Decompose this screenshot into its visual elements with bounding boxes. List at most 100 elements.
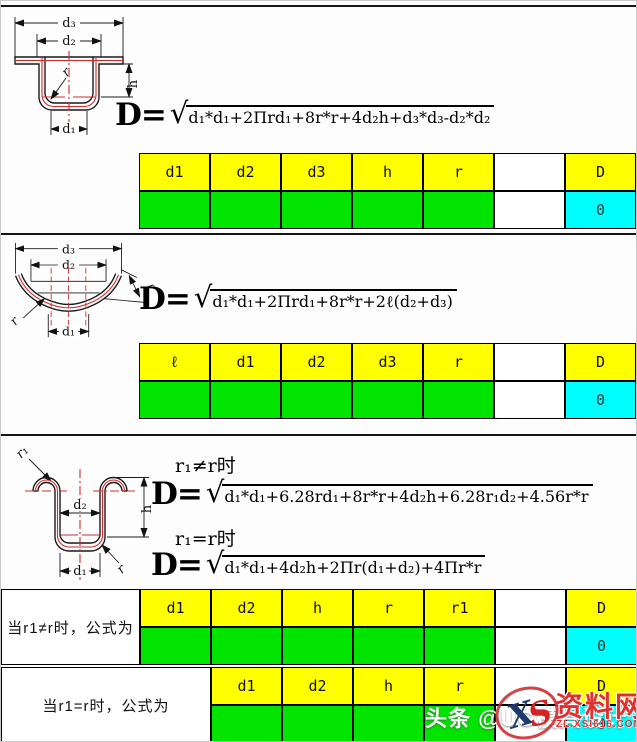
dim-label-h: h — [126, 79, 141, 88]
formula2-lhs: D= — [139, 281, 191, 317]
calc-table-section3-case2: 当r1=r时，公式为 d1 d2 h r D 0 — [1, 667, 636, 741]
watermark-site-name: 资料网 — [555, 691, 637, 722]
dim-label-d2: d₂ — [62, 257, 75, 272]
formula-section1: D= √ d₁*d₁+2Πrd₁+8r*r+4d₂h+d₃*d₃-d₂*d₂ — [115, 96, 495, 133]
cross-section-diagram-flared-bowl: d₃ d₂ r ℓ — [7, 241, 157, 338]
t1-result-D: 0 — [565, 191, 636, 229]
t1-input-d3[interactable] — [281, 191, 352, 229]
t3b-header-r: r — [424, 667, 495, 705]
t2-spacer-header — [494, 343, 565, 381]
top-border-line — [1, 5, 636, 7]
dimension-d2: d₂ — [59, 498, 101, 517]
formula3a-expression: d₁*d₁+6.28rd₁+8r*r+4d₂h+6.28r₁d₂+4.56r*r — [222, 484, 593, 506]
t1-input-d2[interactable] — [210, 191, 281, 229]
t2-header-D: D — [565, 343, 636, 381]
dimension-d3: d₃ — [14, 16, 124, 57]
t1-header-d2: d2 — [210, 153, 281, 191]
t3b-input-h[interactable] — [353, 705, 424, 741]
part-outline — [14, 267, 123, 326]
t3a-header-r: r — [353, 589, 424, 627]
t1-header-h: h — [352, 153, 423, 191]
t1-header-d3: d3 — [281, 153, 352, 191]
formula-section3-case1: D= √ d₁*d₁+6.28rd₁+8r*r+4d₂h+6.28r₁d₂+4.… — [151, 477, 593, 511]
calc-table-section1: d1 d2 d3 h r D 0 — [139, 153, 636, 229]
dimension-d2: d₂ — [29, 257, 107, 282]
dim-label-d1: d₁ — [62, 122, 76, 137]
t3a-result-D: 0 — [566, 627, 636, 665]
part-outline — [25, 469, 135, 581]
formula1-expression: d₁*d₁+2Πrd₁+8r*r+4d₂h+d₃*d₃-d₂*d₂ — [186, 105, 495, 127]
t3a-input-d1[interactable] — [140, 627, 211, 665]
calc-table-section3-case1: 当r1≠r时，公式为 d1 d2 h r r1 D 0 — [1, 589, 636, 665]
t2-input-d1[interactable] — [210, 381, 281, 419]
dimension-d3: d₃ — [14, 241, 123, 274]
t2-header-l: ℓ — [139, 343, 210, 381]
dimension-h: h — [101, 63, 141, 98]
watermark-site-url: ZL.XSI616.COM — [556, 719, 637, 730]
t1-spacer-cell — [494, 191, 565, 229]
t3b-input-d2[interactable] — [282, 705, 353, 741]
t1-spacer-header — [494, 153, 565, 191]
formula1-radical-sign: √ — [169, 96, 189, 130]
radius-leader-r1: r₁ — [13, 443, 52, 482]
t3a-header-d1: d1 — [140, 589, 211, 627]
t3b-result-D: 0 — [566, 705, 636, 741]
t3b-spacer-header — [495, 667, 566, 705]
formula2-radical-sign: √ — [193, 280, 213, 314]
condition-r1-equal-r: r₁=r时 — [175, 528, 236, 550]
dim-label-d3: d₃ — [62, 241, 75, 256]
t2-header-d1: d1 — [210, 343, 281, 381]
t2-header-d2: d2 — [281, 343, 352, 381]
dimension-d1: d₁ — [50, 111, 88, 137]
t3b-input-r[interactable] — [424, 705, 495, 741]
formula-section3-case2: D= √ d₁*d₁+4d₂h+2Πr(d₁+d₂)+4Πr*r — [151, 547, 486, 583]
dim-label-h: h — [140, 504, 155, 513]
t3b-header-d2: d2 — [282, 667, 353, 705]
dimension-d1: d₁ — [59, 553, 101, 579]
dim-label-d2: d₂ — [73, 498, 87, 513]
t3b-header-D: D — [566, 667, 636, 705]
t3a-header-D: D — [566, 589, 636, 627]
formula3a-lhs: D= — [151, 476, 203, 512]
t2-input-d2[interactable] — [281, 381, 352, 419]
dim-label-d1: d₁ — [73, 564, 87, 579]
t3a-input-h[interactable] — [282, 627, 353, 665]
t3a-input-r1[interactable] — [424, 627, 495, 665]
formula-section2: D= √ d₁*d₁+2Πrd₁+8r*r+2ℓ(d₂+d₃) — [139, 282, 457, 316]
t3a-input-r[interactable] — [353, 627, 424, 665]
dim-label-d2: d₂ — [62, 34, 76, 49]
t2-spacer-cell — [494, 381, 565, 419]
formula3b-lhs: D= — [151, 547, 203, 583]
formula1-lhs: D= — [115, 97, 167, 133]
t1-input-h[interactable] — [352, 191, 423, 229]
dim-label-r: r — [114, 561, 130, 577]
part-outline — [14, 51, 124, 123]
calc-table-section2: ℓ d1 d2 d3 r D 0 — [139, 343, 636, 419]
dimension-h: h — [107, 476, 155, 538]
t3a-row-label: 当r1≠r时，公式为 — [1, 589, 140, 665]
formula2-expression: d₁*d₁+2Πrd₁+8r*r+2ℓ(d₂+d₃) — [210, 289, 457, 312]
t3b-input-d1[interactable] — [211, 705, 282, 741]
t1-header-r: r — [423, 153, 494, 191]
watermark-byline: 头条 @UG模具设计 — [425, 706, 628, 731]
dim-label-d3: d₃ — [62, 16, 76, 31]
dim-label-d1: d₁ — [62, 323, 75, 338]
t3a-header-h: h — [282, 589, 353, 627]
t1-input-d1[interactable] — [139, 191, 210, 229]
t3a-header-d2: d2 — [211, 589, 282, 627]
formula3a-radical-sign: √ — [205, 475, 225, 509]
condition-r1-not-equal-r: r₁≠r时 — [175, 455, 236, 477]
t3a-input-d2[interactable] — [211, 627, 282, 665]
t1-input-r[interactable] — [423, 191, 494, 229]
t3b-row-label: 当r1=r时，公式为 — [1, 667, 211, 741]
radius-leader-r: r — [50, 64, 75, 100]
t2-input-r[interactable] — [423, 381, 494, 419]
formula3b-expression: d₁*d₁+4d₂h+2Πr(d₁+d₂)+4Πr*r — [222, 555, 486, 577]
radius-leader-r: r — [101, 544, 130, 577]
t2-input-l[interactable] — [139, 381, 210, 419]
cross-section-diagram-flanged-cup: d₃ d₂ r h — [14, 16, 141, 137]
section-divider-1 — [1, 233, 636, 235]
t2-input-d3[interactable] — [352, 381, 423, 419]
t2-result-D: 0 — [565, 381, 636, 419]
